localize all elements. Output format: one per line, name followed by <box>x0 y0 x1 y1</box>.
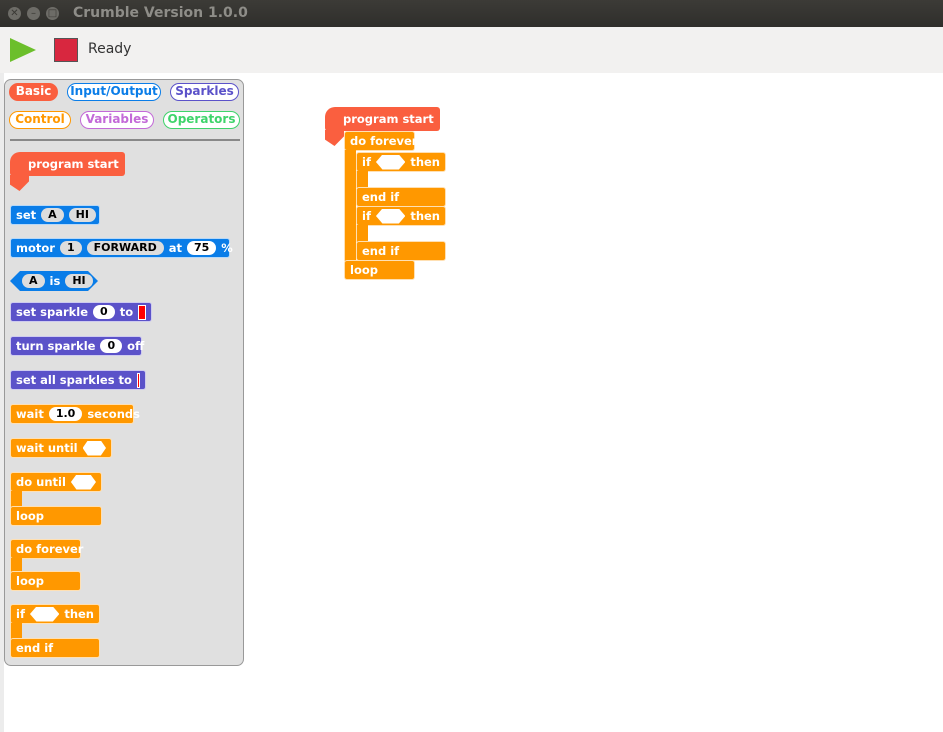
block-label: set sparkle <box>16 305 89 319</box>
canvas-loop-end: loop <box>344 260 415 280</box>
hat-tail <box>325 130 344 146</box>
tab-basic[interactable]: Basic <box>9 83 58 101</box>
at-label: at <box>168 241 182 255</box>
c-block-arm <box>356 171 368 188</box>
unit-label: seconds <box>87 407 140 421</box>
c-block-arm <box>344 150 356 261</box>
block-label: set <box>16 208 37 222</box>
canvas-if-block[interactable]: if then <box>356 152 446 172</box>
var-slot[interactable]: A <box>22 274 45 288</box>
tab-operators[interactable]: Operators <box>163 111 240 129</box>
condition-slot[interactable] <box>82 440 106 456</box>
close-icon[interactable]: ✕ <box>8 7 21 20</box>
value-slot[interactable]: HI <box>65 274 92 288</box>
block-label: motor <box>16 241 55 255</box>
seconds-slot[interactable]: 1.0 <box>48 407 83 421</box>
block-label: if <box>16 607 25 621</box>
condition-slot[interactable] <box>375 154 406 170</box>
canvas-end-if: end if <box>356 241 446 261</box>
window-title: Crumble Version 1.0.0 <box>73 5 248 21</box>
set-sparkle-block[interactable]: set sparkle 0 to <box>10 302 152 322</box>
block-label: do forever <box>16 542 84 556</box>
loop-end: loop <box>10 506 102 526</box>
c-block-arm <box>10 491 22 507</box>
direction-slot[interactable]: FORWARD <box>86 241 164 255</box>
value-slot[interactable]: HI <box>68 208 96 222</box>
divider <box>0 73 4 732</box>
wait-block[interactable]: wait 1.0 seconds <box>10 404 140 424</box>
canvas-program-start[interactable]: program start <box>325 107 440 131</box>
to-label: to <box>119 305 134 319</box>
c-block-arm <box>10 623 22 639</box>
block-label: end if <box>16 641 54 655</box>
tab-sparkles[interactable]: Sparkles <box>170 83 239 101</box>
set-block[interactable]: set A HI <box>10 205 100 225</box>
motor-number-slot[interactable]: 1 <box>59 241 82 255</box>
percent-label: % <box>221 241 233 255</box>
sparkle-number-slot[interactable]: 0 <box>93 305 115 319</box>
var-slot[interactable]: A <box>41 208 64 222</box>
canvas-if-block[interactable]: if then <box>356 206 446 226</box>
then-label: then <box>410 209 440 223</box>
tab-control[interactable]: Control <box>9 111 71 129</box>
condition-slot[interactable] <box>375 208 406 224</box>
then-label: then <box>64 607 94 621</box>
set-all-sparkles-block[interactable]: set all sparkles to <box>10 370 146 390</box>
program-start-block[interactable]: program start <box>10 152 125 176</box>
motor-block[interactable]: motor 1 FORWARD at 75 % <box>10 238 233 258</box>
block-label: do until <box>16 475 66 489</box>
turn-sparkle-off-block[interactable]: turn sparkle 0 off <box>10 336 145 356</box>
block-label: end if <box>362 190 400 204</box>
toolbar <box>0 27 943 73</box>
maximize-icon[interactable]: □ <box>46 7 59 20</box>
c-block-arm <box>356 225 368 242</box>
tab-variables[interactable]: Variables <box>80 111 154 129</box>
is-condition-block[interactable]: A is HI <box>10 271 98 291</box>
block-label: is <box>49 274 61 288</box>
block-label: loop <box>16 574 44 588</box>
block-label: if <box>362 209 371 223</box>
title-bar: ✕ – □ Crumble Version 1.0.0 <box>0 0 943 27</box>
end-if: end if <box>10 638 100 658</box>
play-icon[interactable] <box>10 38 36 62</box>
color-swatch[interactable] <box>138 304 146 320</box>
color-swatch[interactable] <box>136 372 140 388</box>
block-label: wait <box>16 407 44 421</box>
if-block[interactable]: if then <box>10 604 100 624</box>
canvas-do-forever[interactable]: do forever <box>344 131 418 151</box>
condition-slot[interactable] <box>29 606 60 622</box>
block-label: end if <box>362 244 400 258</box>
then-label: then <box>410 155 440 169</box>
tab-input-output[interactable]: Input/Output <box>67 83 161 101</box>
block-label: loop <box>16 509 44 523</box>
stop-icon[interactable] <box>54 38 78 62</box>
condition-slot[interactable] <box>70 474 96 490</box>
canvas-end-if: end if <box>356 187 446 207</box>
block-label: set all sparkles to <box>16 373 132 387</box>
speed-slot[interactable]: 75 <box>186 241 217 255</box>
block-label: loop <box>350 263 378 277</box>
status-text: Ready <box>88 41 132 57</box>
minimize-icon[interactable]: – <box>27 7 40 20</box>
wait-until-block[interactable]: wait until <box>10 438 112 458</box>
block-label: turn sparkle <box>16 339 96 353</box>
block-label: wait until <box>16 441 78 455</box>
sparkle-number-slot[interactable]: 0 <box>100 339 123 353</box>
do-until-block[interactable]: do until <box>10 472 102 492</box>
block-label: do forever <box>350 134 418 148</box>
c-block-arm <box>10 558 22 572</box>
separator <box>10 139 240 141</box>
do-forever-block[interactable]: do forever <box>10 539 84 559</box>
loop-end: loop <box>10 571 81 591</box>
block-label: if <box>362 155 371 169</box>
off-label: off <box>127 339 145 353</box>
